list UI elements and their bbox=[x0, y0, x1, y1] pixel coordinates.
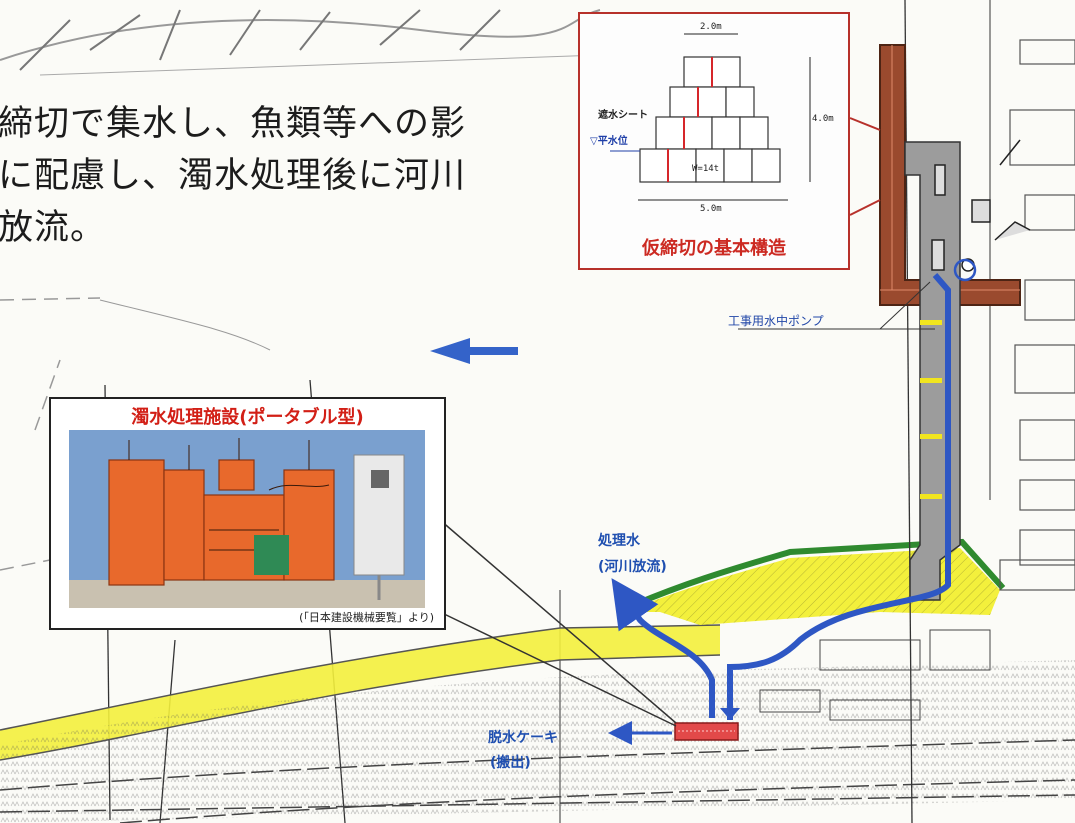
facility-inset-title: 濁水処理施設(ポータブル型) bbox=[131, 407, 364, 428]
water-treatment-inset: 濁水処理施設(ポータブル型) (「日本建設機械要覧」より) bbox=[49, 397, 446, 630]
cofferdam-structure-inset: 2.0m 5.0m 4.0m 遮水シート ▽平水位 W=14t 仮締切の基本構造 bbox=[578, 12, 850, 270]
yellow-embankment-band bbox=[0, 625, 720, 760]
bottom-width-dimension: 5.0m bbox=[700, 204, 722, 214]
facility-source-caption: (「日本建設機械要覧」より) bbox=[299, 611, 434, 624]
top-sketch-lines bbox=[0, 9, 601, 61]
carry-out-label: (搬出) bbox=[490, 755, 531, 771]
top-width-dimension: 2.0m bbox=[700, 22, 722, 32]
river-discharge-label: (河川放流) bbox=[598, 559, 667, 575]
flow-direction-arrow bbox=[430, 338, 518, 364]
road-lines bbox=[0, 739, 1075, 823]
buildings bbox=[999, 39, 1075, 591]
facility-callout-line bbox=[439, 519, 677, 724]
water-level-label: ▽平水位 bbox=[590, 136, 628, 147]
description-line-2: に配慮し、濁水処理後に河川 bbox=[0, 156, 467, 196]
description-text: 締切で集水し、魚類等への影 に配慮し、濁水処理後に河川 放流。 bbox=[0, 98, 466, 254]
water-sheet-line bbox=[667, 57, 713, 182]
cofferdam-cross-section bbox=[610, 33, 811, 201]
pump-flow-line bbox=[727, 273, 951, 720]
treated-water-flow bbox=[611, 578, 715, 718]
treated-water-label: 処理水 bbox=[598, 533, 640, 549]
height-dimension: 4.0m bbox=[812, 114, 834, 124]
cofferdam-wall bbox=[879, 44, 1021, 306]
drainage-channel bbox=[904, 141, 961, 601]
facility-photo bbox=[69, 430, 425, 608]
block-weight-label: W=14t bbox=[692, 164, 720, 174]
construction-machinery bbox=[931, 139, 1031, 272]
pump-label: 工事用水中ポンプ bbox=[728, 314, 824, 328]
description-line-3: 放流。 bbox=[0, 208, 107, 248]
concrete-blocks bbox=[639, 56, 781, 183]
description-line-1: 締切で集水し、魚類等への影 bbox=[0, 104, 467, 144]
structure-inset-title: 仮締切の基本構造 bbox=[642, 238, 786, 259]
dewater-cake-label: 脱水ケーキ bbox=[488, 730, 558, 746]
water-sheet-label: 遮水シート bbox=[598, 110, 648, 121]
